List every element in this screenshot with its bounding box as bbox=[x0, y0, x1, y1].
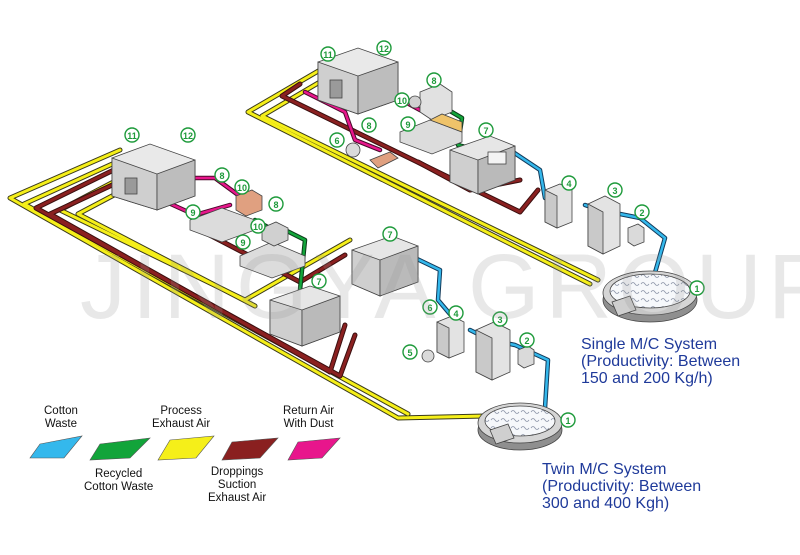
svg-text:12: 12 bbox=[379, 44, 389, 54]
badge-3-single: 3 bbox=[607, 182, 623, 198]
badge-10-single: 10 bbox=[394, 92, 410, 108]
legend-label-droppings-suction-exhaust-air: Droppings Suction Exhaust Air bbox=[208, 466, 267, 504]
cyclone-6-single bbox=[345, 142, 361, 158]
badge-8-single-b: 8 bbox=[361, 117, 377, 133]
opener-7-single bbox=[449, 135, 516, 195]
badge-12-twin: 12 bbox=[180, 127, 196, 143]
svg-text:8: 8 bbox=[431, 76, 436, 86]
badge-12-single: 12 bbox=[376, 40, 392, 56]
svg-text:3: 3 bbox=[497, 315, 502, 325]
svg-text:12: 12 bbox=[183, 131, 193, 141]
legend-swatch-cotton-waste bbox=[29, 435, 83, 459]
badge-6-single: 6 bbox=[329, 132, 345, 148]
press-9-twin-lower bbox=[239, 221, 306, 279]
svg-text:9: 9 bbox=[190, 208, 195, 218]
legend-label-cotton-waste: Cotton Waste bbox=[44, 405, 78, 430]
press-9-twin-upper bbox=[189, 189, 263, 243]
unit-2-single bbox=[627, 223, 645, 247]
machine-11-twin bbox=[111, 143, 196, 211]
svg-text:4: 4 bbox=[453, 309, 458, 319]
badge-7-twin-upper: 7 bbox=[382, 226, 398, 242]
twin-system-equipment bbox=[111, 143, 563, 451]
svg-text:8: 8 bbox=[366, 121, 371, 131]
single-system-title: Single M/C System bbox=[581, 336, 718, 353]
twin-system-title: Twin M/C System bbox=[542, 461, 667, 478]
badge-7-twin-lower: 7 bbox=[311, 273, 327, 289]
badge-8-twin-b: 8 bbox=[268, 196, 284, 212]
legend-swatch-droppings-suction-exhaust-air bbox=[221, 437, 279, 461]
cotton-bin-single bbox=[602, 270, 698, 323]
svg-text:8: 8 bbox=[273, 200, 278, 210]
twin-system-label: Twin M/C System (Productivity: Between 3… bbox=[542, 461, 701, 512]
unit-4-single bbox=[544, 183, 573, 229]
single-system-range: 150 and 200 Kg/h) bbox=[581, 370, 713, 387]
unit-3-twin bbox=[475, 321, 511, 381]
opener-7-twin-upper bbox=[351, 235, 419, 297]
press-9-single bbox=[399, 113, 463, 155]
badge-7-single: 7 bbox=[478, 122, 494, 138]
legend-swatch-return-air-with-dust bbox=[287, 437, 341, 461]
svg-text:8: 8 bbox=[219, 171, 224, 181]
svg-text:7: 7 bbox=[316, 277, 321, 287]
svg-text:6: 6 bbox=[334, 136, 339, 146]
badge-5-twin: 5 bbox=[402, 344, 418, 360]
legend-label-return-air-with-dust: Return Air With Dust bbox=[283, 405, 335, 430]
badge-2-single: 2 bbox=[634, 204, 650, 220]
svg-text:9: 9 bbox=[405, 120, 410, 130]
svg-text:7: 7 bbox=[387, 230, 392, 240]
svg-text:5: 5 bbox=[407, 348, 412, 358]
single-system-label: Single M/C System (Productivity: Between… bbox=[581, 336, 740, 387]
svg-text:2: 2 bbox=[524, 336, 529, 346]
collector-single bbox=[369, 151, 399, 169]
number-badges: 11 12 8 10 9 8 6 7 4 3 2 1 11 12 8 10 9 … bbox=[124, 40, 705, 428]
badge-8-twin-a: 8 bbox=[214, 167, 230, 183]
badge-10-twin-a: 10 bbox=[234, 179, 250, 195]
svg-text:9: 9 bbox=[240, 238, 245, 248]
single-system-equipment bbox=[317, 47, 698, 323]
fan-unit-single bbox=[408, 83, 453, 121]
badge-2-twin: 2 bbox=[519, 332, 535, 348]
badge-1-twin: 1 bbox=[560, 412, 576, 428]
cotton-bin-twin bbox=[477, 402, 563, 451]
svg-text:11: 11 bbox=[127, 131, 137, 141]
badge-9-twin-b: 9 bbox=[235, 234, 251, 250]
cyclone-5-twin bbox=[421, 349, 435, 363]
unit-3-single bbox=[587, 195, 621, 255]
legend-label-recycled-cotton-waste: Recycled Cotton Waste bbox=[84, 468, 154, 493]
badge-6-twin: 6 bbox=[422, 299, 438, 315]
badge-1-single: 1 bbox=[689, 280, 705, 296]
svg-text:1: 1 bbox=[565, 416, 570, 426]
badge-11-single: 11 bbox=[320, 46, 336, 62]
badge-4-twin: 4 bbox=[448, 305, 464, 321]
svg-text:11: 11 bbox=[323, 50, 333, 60]
badge-9-single: 9 bbox=[400, 116, 416, 132]
svg-text:7: 7 bbox=[483, 126, 488, 136]
svg-text:10: 10 bbox=[397, 96, 407, 106]
svg-text:3: 3 bbox=[612, 186, 617, 196]
svg-text:10: 10 bbox=[237, 183, 247, 193]
badge-4-single: 4 bbox=[561, 175, 577, 191]
machine-11-single bbox=[317, 47, 399, 115]
opener-7-twin-lower bbox=[269, 285, 341, 347]
watermark: JINGYA GROUP bbox=[80, 236, 800, 338]
unit-2-twin bbox=[517, 345, 535, 369]
legend-swatch-recycled-cotton-waste bbox=[89, 437, 151, 461]
twin-system-range: 300 and 400 Kgh) bbox=[542, 495, 670, 512]
badge-8-single-a: 8 bbox=[426, 72, 442, 88]
svg-text:10: 10 bbox=[253, 222, 263, 232]
legend-swatch-process-exhaust-air bbox=[157, 435, 215, 461]
badge-10-twin-b: 10 bbox=[250, 218, 266, 234]
legend-swatches bbox=[29, 435, 341, 461]
legend-label-process-exhaust-air: Process Exhaust Air bbox=[152, 405, 211, 430]
svg-text:1: 1 bbox=[694, 284, 699, 294]
badge-9-twin-a: 9 bbox=[185, 204, 201, 220]
badge-11-twin: 11 bbox=[124, 127, 140, 143]
single-system-productivity: (Productivity: Between bbox=[581, 353, 741, 370]
badge-3-twin: 3 bbox=[492, 311, 508, 327]
svg-text:2: 2 bbox=[639, 208, 644, 218]
svg-text:4: 4 bbox=[566, 179, 571, 189]
svg-text:6: 6 bbox=[427, 303, 432, 313]
twin-system-productivity: (Productivity: Between bbox=[542, 478, 702, 495]
